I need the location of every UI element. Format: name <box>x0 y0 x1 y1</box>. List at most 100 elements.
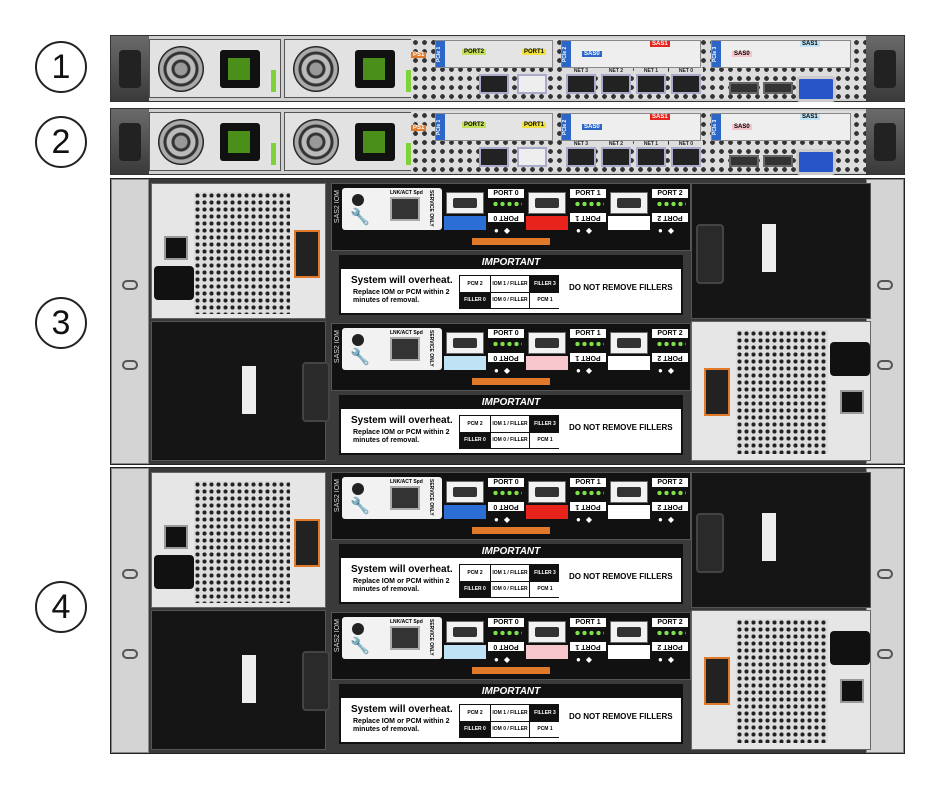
power-cooling-module-right[interactable] <box>691 610 871 750</box>
pcie-card-3[interactable]: PCIe 3 SAS0 SAS1 <box>711 113 851 141</box>
net-port-3[interactable] <box>566 147 596 167</box>
mgmt-port[interactable] <box>479 147 509 167</box>
release-lever[interactable] <box>472 378 550 385</box>
fan-icon <box>158 46 204 92</box>
power-switch[interactable] <box>840 679 864 703</box>
sas-connector[interactable] <box>446 332 484 354</box>
vga-port[interactable] <box>796 76 836 102</box>
status-dots: ●◆ <box>494 366 515 375</box>
right-handle[interactable] <box>866 36 904 101</box>
power-switch[interactable] <box>164 236 188 260</box>
slot-pcm1: PCM 1 <box>530 292 560 308</box>
usb-port[interactable] <box>729 155 759 167</box>
release-lever[interactable] <box>472 527 550 534</box>
status-dots: ●◆ <box>494 515 515 524</box>
net-port-3[interactable] <box>566 74 596 94</box>
io-module[interactable]: SAS2 IOM 🔧 LNK/ACT Spd SERVICE ONLY PORT… <box>331 472 691 540</box>
io-module[interactable]: SAS2 IOM 🔧 LNK/ACT Spd SERVICE ONLY PORT… <box>331 612 691 680</box>
net-port-0[interactable] <box>671 74 701 94</box>
warning-label: IMPORTANT System will overheat. Replace … <box>339 544 683 604</box>
power-socket <box>220 50 260 88</box>
net-port-1[interactable] <box>636 74 666 94</box>
right-handle[interactable] <box>866 109 904 174</box>
sas-connector[interactable] <box>446 481 484 503</box>
label-header: IMPORTANT <box>341 686 681 698</box>
service-port[interactable] <box>390 486 420 510</box>
net-port-0[interactable] <box>671 147 701 167</box>
release-handle[interactable] <box>294 230 320 278</box>
net-port-2[interactable] <box>601 74 631 94</box>
power-cooling-module-left[interactable] <box>151 472 326 608</box>
sas-connector[interactable] <box>528 621 566 643</box>
reset-button[interactable] <box>352 483 364 495</box>
status-dots: ●◆ <box>658 655 679 664</box>
sas-connector[interactable] <box>610 481 648 503</box>
release-lever[interactable] <box>472 667 550 674</box>
vga-port[interactable] <box>796 149 836 175</box>
io-module[interactable]: SAS2 IOM 🔧 LNK/ACT Spd SERVICE ONLY PORT… <box>331 323 691 391</box>
do-not-remove-fillers: DO NOT REMOVE FILLERS <box>569 572 673 581</box>
sas-connector[interactable] <box>528 332 566 354</box>
usb-port[interactable] <box>763 155 793 167</box>
sas-connector[interactable] <box>610 621 648 643</box>
usb-port[interactable] <box>763 82 793 94</box>
net-port-1[interactable] <box>636 147 666 167</box>
release-handle[interactable] <box>294 519 320 567</box>
sas-connector[interactable] <box>610 332 648 354</box>
sas-connector[interactable] <box>528 481 566 503</box>
power-cooling-module-right[interactable] <box>691 321 871 461</box>
callout-2: 2 <box>35 116 87 168</box>
power-switch[interactable] <box>164 525 188 549</box>
sas-connector[interactable] <box>610 192 648 214</box>
service-port[interactable] <box>390 197 420 221</box>
power-supply[interactable] <box>149 112 281 171</box>
release-handle[interactable] <box>704 368 730 416</box>
service-only-label: SERVICE ONLY <box>428 619 434 656</box>
reset-button[interactable] <box>352 194 364 206</box>
serial-port[interactable] <box>517 147 547 167</box>
pcie-card-1[interactable]: PCIe 1 PORT2 PORT1 <box>435 40 553 68</box>
sas-connector[interactable] <box>528 192 566 214</box>
pcie-card-1[interactable]: PCIe 1 PORT2 PORT1 <box>435 113 553 141</box>
release-handle[interactable] <box>704 657 730 705</box>
power-supply[interactable] <box>149 39 281 98</box>
reset-button[interactable] <box>352 623 364 635</box>
release-lever[interactable] <box>472 238 550 245</box>
serial-port[interactable] <box>517 74 547 94</box>
power-cooling-module-left[interactable] <box>151 183 326 319</box>
pcie-card-2[interactable]: PCIe 2 SAS0 SAS1 <box>561 40 701 68</box>
fan-icon <box>293 119 339 165</box>
io-module[interactable]: SAS2 IOM 🔧 LNK/ACT Spd SERVICE ONLY PORT… <box>331 183 691 251</box>
pcie-card-2[interactable]: PCIe 2 SAS0 SAS1 <box>561 113 701 141</box>
power-supply[interactable] <box>284 112 416 171</box>
sas-connector[interactable] <box>446 621 484 643</box>
mgmt-port[interactable] <box>479 74 509 94</box>
port-label-inverted: PORT 1 <box>570 642 606 651</box>
power-supply[interactable] <box>284 39 416 98</box>
port-label-inverted: PORT 1 <box>570 502 606 511</box>
reset-button[interactable] <box>352 334 364 346</box>
left-handle[interactable] <box>111 36 149 101</box>
usb-port[interactable] <box>729 82 759 94</box>
pcie-card-3[interactable]: PCIe 3 SAS0 SAS1 <box>711 40 851 68</box>
left-handle[interactable] <box>111 109 149 174</box>
sas-connector[interactable] <box>446 192 484 214</box>
power-switch[interactable] <box>840 390 864 414</box>
service-port[interactable] <box>390 626 420 650</box>
service-port[interactable] <box>390 337 420 361</box>
pcie3-label: PCIe 3 <box>712 114 721 140</box>
net-port-2[interactable] <box>601 147 631 167</box>
slot-filler0: FILLER 0 <box>464 726 486 733</box>
